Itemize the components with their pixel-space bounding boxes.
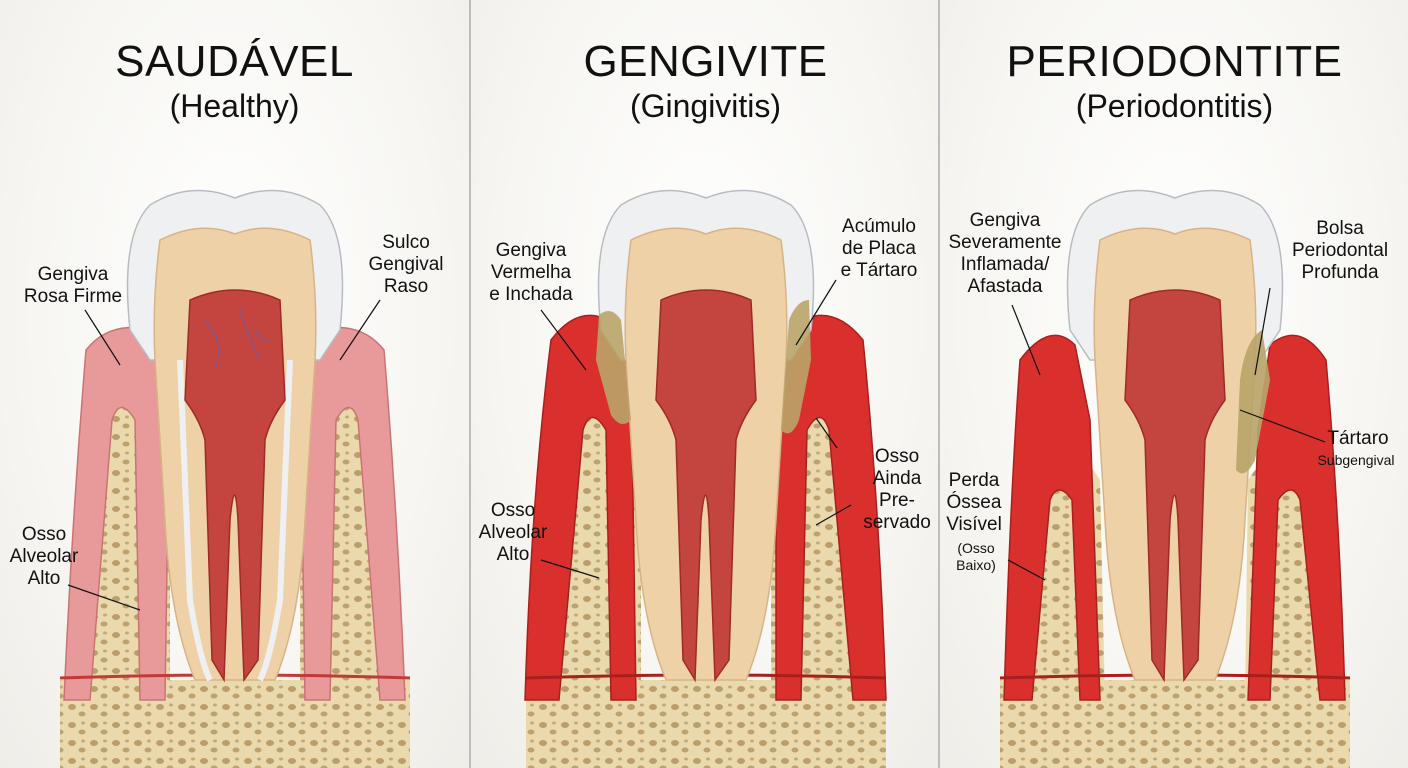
label-bone-preserved: Osso Ainda Pre- servado [855, 446, 939, 534]
panel-title: SAUDÁVEL [0, 38, 469, 86]
bone-base [526, 680, 886, 768]
panel-subtitle: (Healthy) [0, 88, 469, 124]
panel-subtitle: (Periodontitis) [940, 88, 1408, 124]
label-high-bone: Osso Alveolar Alto [471, 500, 555, 566]
label-deep-periodontal-pocket: Bolsa Periodontal Profunda [1276, 218, 1404, 284]
panel-subtitle: (Gingivitis) [471, 88, 940, 124]
label-red-swollen-gum: Gengiva Vermelha e Inchada [475, 240, 587, 306]
label-high-bone: Osso Alveolar Alto [0, 524, 88, 590]
label-low-bone-note: (Osso Baixo) [944, 540, 1008, 574]
label-subgingival: Subgengival [1304, 452, 1408, 469]
label-visible-bone-loss: Perda Óssea Visível [940, 470, 1008, 536]
label-tartar: Tártaro [1316, 428, 1400, 450]
label-severely-inflamed-gum: Gengiva Severamente Inflamada/ Afastada [942, 210, 1068, 298]
label-plaque-tartar: Acúmulo de Placa e Tártaro [823, 216, 935, 282]
label-healthy-gum: Gengiva Rosa Firme [8, 264, 138, 308]
panel-title: PERIODONTITE [940, 38, 1408, 86]
panel-gingivitis: GENGIVITE (Gingivitis) Gengiva Vermelha … [471, 0, 940, 768]
bone-base [1000, 680, 1350, 768]
panel-healthy: SAUDÁVEL (Healthy) Gengiva Rosa Firme Su… [0, 0, 469, 768]
bone-base [60, 680, 410, 768]
panel-title: GENGIVITE [471, 38, 940, 86]
label-shallow-sulcus: Sulco Gengival Raso [350, 232, 462, 298]
panel-periodontitis: PERIODONTITE (Periodontitis) Gengiva Sev… [940, 0, 1408, 768]
